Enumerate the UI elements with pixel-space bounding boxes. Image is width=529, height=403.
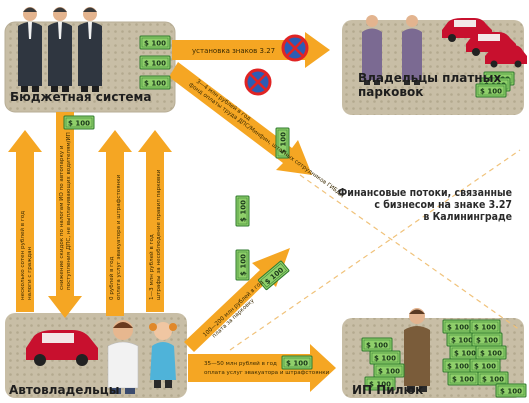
arrow-parking-fines [138, 130, 172, 312]
girl-figure [149, 322, 177, 388]
money-bill-label: $ 100 [369, 381, 391, 389]
flow-signs-install: установка знаков 3.27 [192, 47, 275, 55]
money-bill-label: $ 100 [286, 360, 308, 368]
money-bill-icon: $ 100 [442, 358, 474, 373]
arrow-evac-pay [188, 344, 336, 392]
flow-fund-2: фонд оплаты труда ДПС/Минфин, штатных со… [187, 82, 345, 199]
money-bill-icon: $ 100 [281, 355, 313, 370]
money-bill-label: $ 100 [280, 132, 288, 154]
flow-evac-pay-2: оплата услуг эвакуатора и штрафстоянки [204, 370, 330, 376]
money-bill-label: $ 100 [144, 60, 166, 68]
officials-figures [18, 7, 102, 92]
money-bill-icon: $ 100 [447, 371, 479, 386]
red-car-icon [26, 330, 98, 366]
money-bill-label: $ 100 [144, 80, 166, 88]
no-stopping-sign-icon [244, 68, 272, 96]
money-bill-label: $ 100 [378, 368, 400, 376]
money-bill-label: $ 100 [500, 388, 522, 396]
flow-fines: несколько сотен рублей в год [19, 211, 26, 300]
money-bill-icon: $ 100 [139, 35, 171, 50]
money-bill-label: $ 100 [452, 376, 474, 384]
man-figure [107, 320, 139, 394]
budget-title: Бюджетная система [10, 90, 151, 104]
caption-line-1: Финансовые потоки, связанные [338, 187, 512, 199]
money-bill-icon: $ 100 [369, 350, 401, 365]
money-bill-icon: $ 100 [364, 376, 396, 391]
ip-title: ИП Пилюк [352, 383, 423, 397]
money-bill-icon: $ 100 [469, 319, 501, 334]
money-bill-icon: $ 100 [469, 358, 501, 373]
flow-parking-fines: 1—3 млн рублей в год [148, 234, 155, 300]
money-bill-label: $ 100 [480, 88, 502, 96]
money-bill-icon: $ 100 [475, 345, 507, 360]
arrow-fines [8, 130, 42, 312]
flow-evac-pay: 35—50 млн рублей в год [204, 360, 277, 367]
money-bill-label: $ 100 [482, 376, 504, 384]
flow-evac-fines: 0 рублей в год [108, 256, 115, 300]
bills-layer: $ 100$ 100$ 100$ 100$ 100$ 100$ 100$ 100… [63, 35, 527, 398]
flow-subsidies: снижение скидок по налогам ИО по автопар… [59, 145, 65, 290]
flow-parking-fines-group: 1—3 млн рублей в год штрафы за несоблюде… [148, 169, 162, 300]
parking-owners-figures [362, 15, 422, 85]
ip-figure [404, 308, 430, 392]
money-bill-icon: $ 100 [477, 371, 509, 386]
no-stopping-sign-icon [281, 34, 309, 62]
red-cars-icon [442, 18, 527, 68]
money-bill-icon: $ 100 [442, 319, 474, 334]
money-bill-icon: $ 100 [139, 75, 171, 90]
arrow-parking-pay [184, 248, 290, 352]
caption-line-3: в Калининграде [423, 211, 512, 223]
flow-evac-fines-2: оплата услуг эвакуатора и штрафстоянки [116, 174, 122, 300]
money-bill-label: $ 100 [447, 324, 469, 332]
money-bill-label: $ 100 [68, 120, 90, 128]
money-bill-icon: $ 100 [139, 55, 171, 70]
flow-subsidies-group: снижение скидок по налогам ИО по автопар… [59, 132, 72, 290]
money-bill-label: $ 100 [144, 40, 166, 48]
money-bill-icon: $ 100 [63, 115, 95, 130]
car-owners-title: Автовладельцы [9, 383, 120, 397]
money-bill-icon: $ 100 [475, 83, 507, 98]
arrow-subsidies [48, 112, 82, 318]
parking-owners-title-1: Владельцы платных [358, 71, 501, 85]
car-owners-figures [26, 320, 177, 394]
money-bill-label: $ 100 [240, 200, 248, 222]
flow-fines-group: несколько сотен рублей в год налоги с гр… [19, 211, 33, 300]
money-bill-label: $ 100 [454, 350, 476, 358]
flow-fines-2: налоги с граждан [27, 246, 33, 300]
money-bill-icon: $ 100 [361, 337, 393, 352]
flow-evac-fines-group: 0 рублей в год оплата услуг эвакуатора и… [108, 174, 122, 300]
money-bill-icon: $ 100 [275, 127, 290, 159]
money-bill-icon: $ 100 [495, 383, 527, 398]
parking-owners-title-2: парковок [358, 85, 423, 99]
caption-line-2: с бизнесом на знаке 3.27 [374, 199, 512, 211]
flow-parking-pay: 100—200 млн рублей в год [202, 279, 265, 339]
money-bill-icon: $ 100 [235, 249, 250, 281]
flow-parking-fines-2: штрафы за несоблюдение правил парковки [156, 169, 162, 300]
money-bill-label: $ 100 [474, 324, 496, 332]
flow-subsidies-2: поступления ДПС, не выплачивающих водите… [66, 132, 72, 290]
money-bill-label: $ 100 [474, 363, 496, 371]
dashed-guides [229, 149, 521, 351]
money-bill-label: $ 100 [476, 337, 498, 345]
money-bill-label: $ 100 [480, 350, 502, 358]
money-bill-label: $ 100 [451, 337, 473, 345]
money-bill-icon: $ 100 [373, 363, 405, 378]
money-bill-label: $ 100 [366, 342, 388, 350]
money-bill-label: $ 100 [374, 355, 396, 363]
money-bill-icon: $ 100 [257, 260, 290, 291]
money-bill-icon: $ 100 [471, 332, 503, 347]
money-bill-label: $ 100 [447, 363, 469, 371]
arrow-evac-fines [98, 130, 132, 316]
money-bill-icon: $ 100 [235, 195, 250, 227]
arrows [8, 32, 336, 392]
money-bill-label: $ 100 [240, 254, 248, 276]
